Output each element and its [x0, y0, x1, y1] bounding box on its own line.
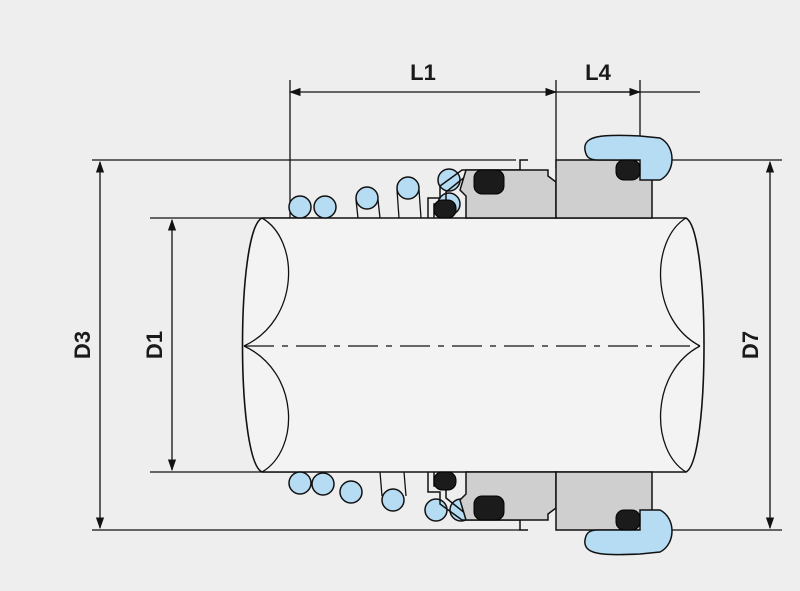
o-ring [615, 509, 641, 531]
o-ring [473, 169, 505, 195]
spring-wire [377, 199, 381, 219]
spring-coil [396, 176, 420, 200]
retainer-shell [427, 472, 528, 531]
spring-wire [355, 199, 359, 219]
shaft-body [241, 217, 705, 473]
rubber-cup [584, 509, 673, 556]
spring-coil [355, 186, 379, 210]
spring-coil [313, 195, 337, 219]
label-d7: D7 [738, 331, 763, 359]
shaft-break-right-upper [660, 217, 701, 347]
retainer-shell [427, 159, 528, 218]
spring-coil [288, 471, 312, 495]
spring-wire [403, 471, 407, 497]
dimension-lines [95, 87, 775, 530]
spring-coil [424, 498, 448, 522]
spring-coil [311, 472, 335, 496]
spring-coil [339, 480, 363, 504]
o-ring [615, 159, 641, 181]
shaft-break-left-lower [243, 345, 290, 473]
spring-coil [288, 195, 312, 219]
seal-lower-half [288, 471, 673, 556]
label-l1: L1 [410, 60, 436, 85]
seal-upper-half [288, 134, 673, 219]
spring-coil [381, 488, 405, 512]
extension-lines [92, 80, 782, 531]
shaft-break-right-lower [660, 345, 701, 473]
o-ring [433, 199, 457, 219]
label-d1: D1 [142, 331, 167, 359]
label-d3: D3 [70, 331, 95, 359]
spring-wire [396, 189, 400, 219]
o-ring [433, 471, 457, 491]
label-l4: L4 [585, 60, 611, 85]
spring-wire [418, 189, 422, 219]
shaft-break-left-upper [243, 217, 290, 347]
o-ring [473, 495, 505, 521]
shaft [241, 217, 705, 473]
spring-wire [379, 471, 383, 497]
rubber-cup [584, 134, 673, 181]
